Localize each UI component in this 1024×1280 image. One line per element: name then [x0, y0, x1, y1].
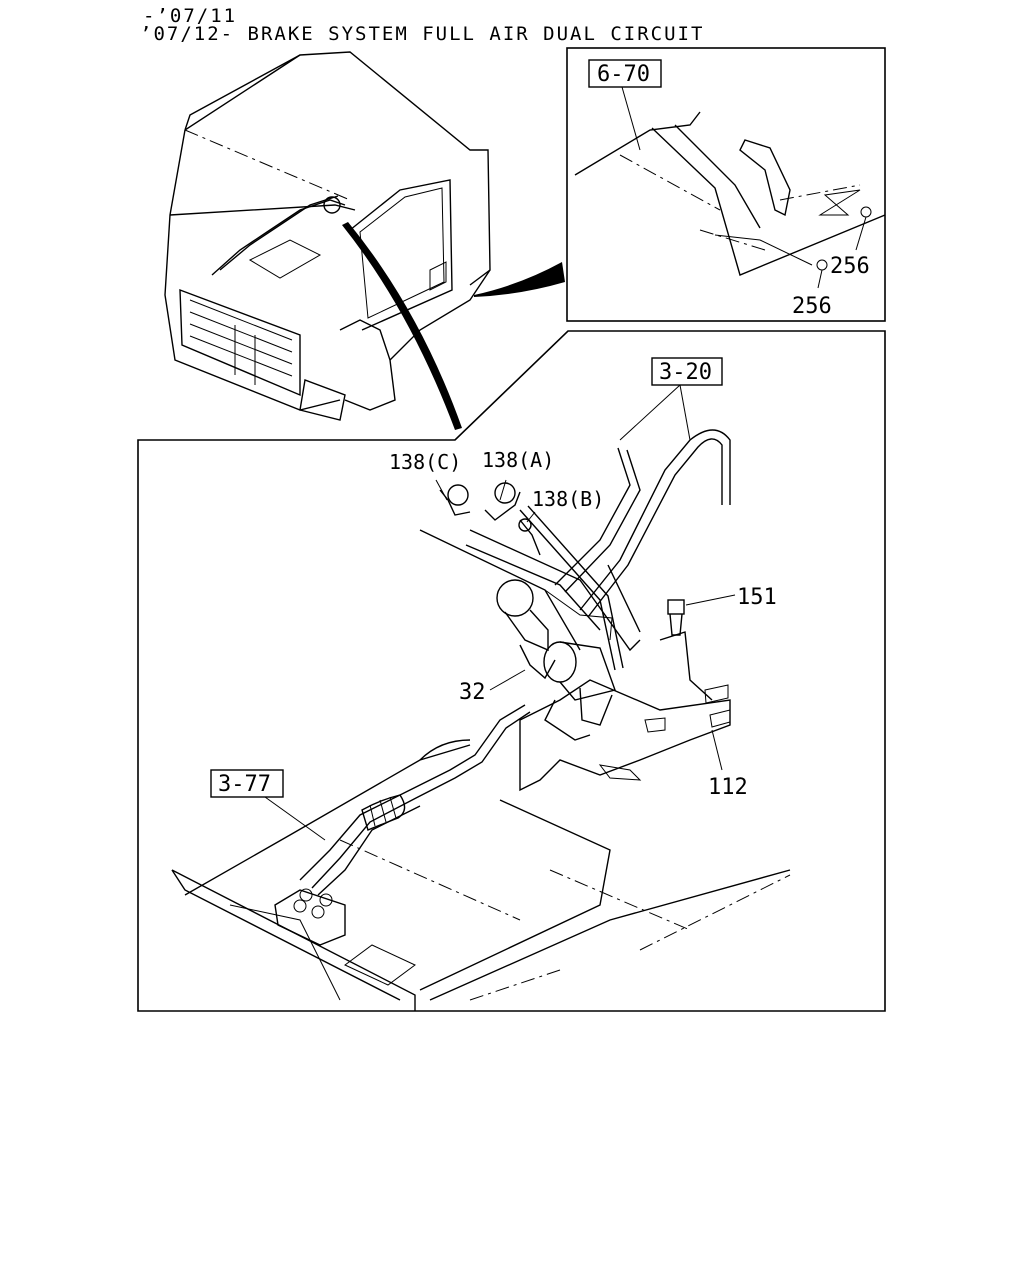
- callout-112: 112: [708, 775, 748, 800]
- callout-32: 32: [459, 680, 486, 705]
- callout-256-bottom: 256: [792, 294, 832, 319]
- header-date-range: -’07/11: [143, 5, 237, 27]
- callout-138a: 138(A): [482, 448, 554, 472]
- inset-mount-detail: [574, 111, 886, 289]
- fitting-138c[interactable]: [435, 479, 471, 516]
- cab-floor-outline: [171, 739, 791, 1011]
- callout-151: 151: [737, 585, 777, 610]
- bracket-112[interactable]: [519, 631, 731, 792]
- brake-valve-32[interactable]: [496, 579, 616, 741]
- ref-box-3-20[interactable]: [651, 357, 723, 386]
- fitting-138b[interactable]: [518, 518, 541, 556]
- callout-138b: 138(B): [532, 487, 604, 511]
- detail-inset-top: [566, 47, 886, 322]
- hose-bundle-3-77[interactable]: [274, 704, 531, 946]
- header-title: ’07/12- BRAKE SYSTEM FULL AIR DUAL CIRCU…: [140, 23, 704, 45]
- bolt-151[interactable]: [667, 594, 736, 636]
- ref-box-3-77[interactable]: [210, 769, 284, 798]
- ref-box-6-70[interactable]: [588, 59, 662, 88]
- ref-label-6-70: 6-70: [597, 62, 650, 87]
- detail-frame-main: [137, 330, 886, 1012]
- callout-256-right: 256: [830, 254, 870, 279]
- ref-label-3-77: 3-77: [218, 772, 271, 797]
- ref-label-3-20: 3-20: [659, 360, 712, 385]
- callout-138c: 138(C): [389, 450, 461, 474]
- air-pipes: [419, 429, 731, 671]
- fitting-138a[interactable]: [484, 479, 521, 521]
- truck-cab-illustration: [164, 51, 565, 430]
